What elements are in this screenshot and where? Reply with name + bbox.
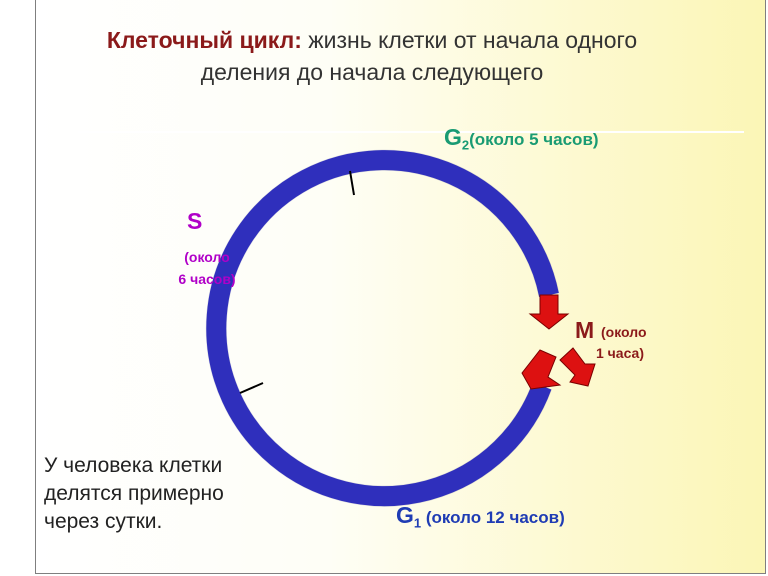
- title-rest: жизнь клетки от начала одного: [301, 27, 638, 53]
- g2-text: (около 5 часов): [469, 130, 599, 149]
- g1-sub: 1: [413, 515, 422, 531]
- label-g1: G1 (около 12 часов): [396, 502, 565, 530]
- slide-background: [35, 0, 766, 574]
- g1-letter: G: [396, 502, 414, 528]
- divider-line: [78, 131, 744, 133]
- label-s-text: (около 6 часов): [168, 246, 246, 290]
- g1-text: (около 12 часов): [421, 508, 565, 527]
- title-line-1: Клеточный цикл: жизнь клетки от начала о…: [0, 24, 744, 56]
- title-line-2: деления до начала следующего: [200, 59, 544, 85]
- note-line-1: У человека клетки: [44, 454, 223, 477]
- slide-title: Клеточный цикл: жизнь клетки от начала о…: [0, 24, 744, 88]
- label-m-text-2: 1 часа): [596, 345, 644, 361]
- label-g2: G2(около 5 часов): [444, 124, 599, 152]
- note-text: У человека клетки делятся примерно через…: [44, 452, 304, 536]
- label-s-letter: S: [187, 208, 203, 234]
- note-line-3: через сутки.: [44, 510, 163, 533]
- s-text-line-1: (около: [184, 249, 230, 265]
- boundary-tick-g2-s: [349, 170, 355, 196]
- label-m-text-1: (около: [601, 324, 647, 340]
- title-bold: Клеточный цикл:: [106, 27, 302, 53]
- g2-letter: G: [444, 124, 462, 150]
- note-line-2: делятся примерно: [44, 482, 224, 505]
- cycle-ring: [206, 150, 559, 507]
- arrow-down: [528, 294, 570, 330]
- cycle-ring-outline: [205, 149, 560, 507]
- arrow-left: [521, 349, 562, 390]
- g2-sub: 2: [461, 137, 470, 153]
- boundary-tick-s-g1: [239, 382, 264, 394]
- label-m-letter: M: [575, 317, 595, 343]
- s-text-line-2: 6 часов): [178, 271, 236, 287]
- arrow-right: [559, 347, 596, 387]
